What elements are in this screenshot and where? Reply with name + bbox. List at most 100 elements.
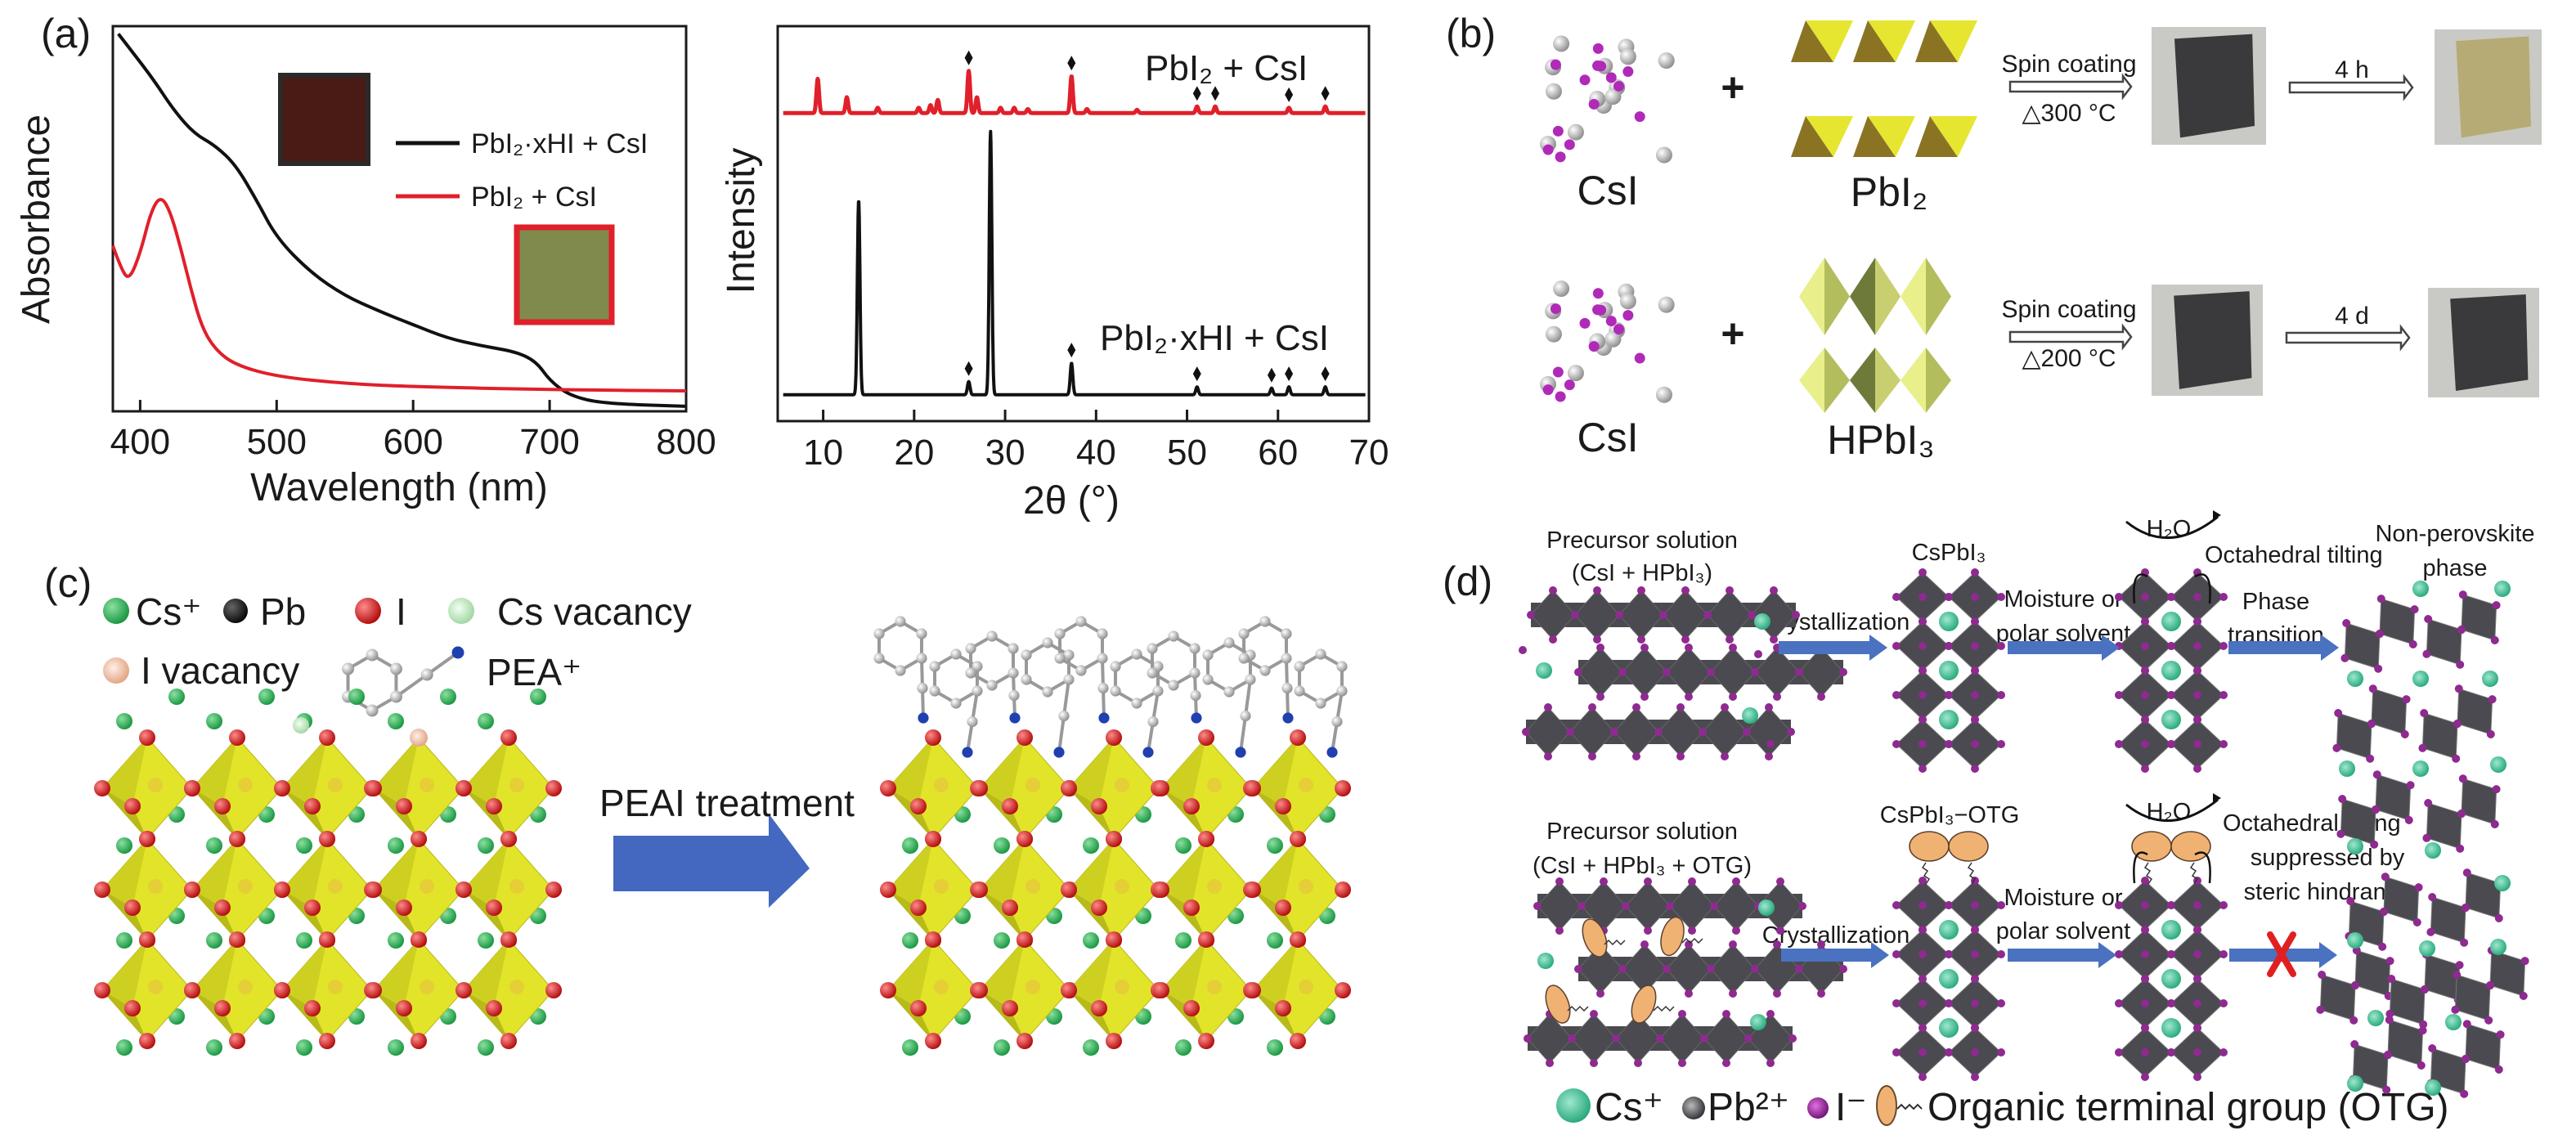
carbon-atom (1189, 667, 1200, 679)
iodide-ion (1245, 882, 1261, 898)
iodide-ion (1919, 666, 1927, 675)
process-arrow (2008, 73, 2133, 101)
octahedron-facet (102, 940, 147, 1008)
cesium-atom (1567, 123, 1584, 141)
iodide-ion (1945, 1048, 1953, 1056)
iodide-ion (2490, 635, 2499, 644)
iodide-ion (500, 831, 517, 847)
cesium-ion (994, 1039, 1010, 1056)
iodide-ion (1290, 831, 1306, 847)
carbon-atom (929, 661, 940, 672)
x-tick-label: 700 (519, 422, 579, 462)
iodide-ion (229, 831, 245, 847)
top-precursor: Precursor solution (1546, 527, 1738, 554)
iodide-ion (1971, 1024, 1979, 1032)
iodide-ion (1776, 926, 1784, 935)
carbon-atom (1008, 689, 1020, 702)
nitrogen-atom (1191, 712, 1202, 724)
iodide-ion (1061, 982, 1077, 998)
x-tick-label: 800 (656, 422, 716, 462)
iodide-ion (1892, 950, 1901, 958)
carbon-atom (972, 661, 983, 672)
cesium-ion (478, 932, 494, 949)
cesium-ion (1267, 932, 1283, 949)
iodide-ion (1971, 999, 1979, 1007)
iodide-ion (1544, 703, 1552, 711)
bottom-step-crystallization: Crystallization (1762, 922, 1910, 949)
cesium-ion (388, 1039, 404, 1056)
octahedron-facet (374, 788, 419, 839)
pbi2-octahedron-face (1930, 20, 1977, 62)
cesium-ion (206, 1039, 222, 1056)
iodide-ion (1945, 642, 1953, 650)
iodide-ion (2219, 950, 2228, 958)
iodide-ion (2408, 639, 2417, 648)
cesium-ion (2161, 661, 2181, 680)
iodide-ion (1632, 752, 1640, 760)
pbi6-octahedron (1710, 944, 1756, 994)
iodide-ion (2193, 999, 2201, 1007)
iodide-ion (1678, 1010, 1686, 1018)
panel-label-d: (d) (1443, 559, 1492, 604)
iodide-ion (486, 899, 502, 916)
otg-stabilization-scheme: Precursor solution (CsI + HPbI₃) CsPbI₃ … (1519, 510, 2535, 1129)
iodide-ion (1751, 668, 1759, 676)
nitrogen-atom (962, 747, 973, 758)
pbi6-octahedron (1622, 647, 1667, 698)
pbi6-octahedron (1659, 1013, 1705, 1064)
cesium-ion (478, 837, 494, 854)
iodide-ion (2486, 729, 2495, 738)
cesium-ion (1939, 612, 1959, 631)
iodide-ion (2387, 975, 2396, 984)
iodide-ion (2490, 819, 2499, 828)
iodide-ion (2419, 1020, 2428, 1029)
iodide-ion (1971, 765, 1979, 773)
iodide-ion (1016, 729, 1033, 746)
iodide-ion (2378, 942, 2387, 951)
step-spin-coating-bottom: Spin coating (2001, 296, 2136, 323)
hpbi3-octahedron-face (1901, 258, 1926, 335)
synthesis-scheme: + + CsI PbI₂ CsI HPbI₃ Spin coating △300… (1539, 20, 2542, 463)
iodide-ion (2451, 1005, 2460, 1014)
benzene-ring (1058, 619, 1104, 673)
otg-molecule (2131, 831, 2172, 862)
iodide-ion (2400, 729, 2409, 738)
cesium-ion (116, 837, 132, 854)
pbi2-octahedron-face (1853, 116, 1896, 157)
octahedron-facet (1069, 839, 1114, 908)
arrowhead (2213, 510, 2221, 520)
nitrogen-atom (1053, 747, 1065, 758)
peak-marker (1067, 343, 1076, 358)
top-tilting: Octahedral tilting (2205, 542, 2383, 568)
iodide-ion (214, 899, 231, 916)
carbon-atom (1147, 667, 1158, 679)
iodide-ion (184, 882, 200, 898)
iodide-ion (1666, 902, 1674, 910)
iodide-ion (972, 882, 988, 898)
label-csi-top: CsI (1577, 168, 1639, 213)
iodide-ion (1106, 831, 1122, 847)
iodide-ion (366, 882, 382, 898)
octahedron-facet (980, 839, 1025, 908)
iodide-ion (1919, 1024, 1927, 1032)
iodide-ion (1519, 646, 1527, 654)
iodide-ion (274, 780, 290, 796)
iodide-ion (1588, 703, 1596, 711)
cesium-ion (116, 932, 132, 949)
iodide-ion (1290, 1033, 1306, 1049)
peai-treatment-scheme: Cs⁺ Pb I Cs vacancy I vacancy PEA⁺ PEAI … (94, 590, 1351, 1056)
iodide-ion (1770, 586, 1778, 594)
iodide-ion (1676, 752, 1685, 760)
pbi6-octahedron (1618, 590, 1664, 640)
iodide-ion (545, 882, 562, 898)
lead-ion (1299, 879, 1313, 894)
lead-ion (1207, 879, 1222, 894)
iodide-ion (1945, 950, 1953, 958)
iodide-ion (1892, 901, 1901, 909)
legend-otg: Organic terminal group (OTG) (1928, 1086, 2449, 1129)
iodide-ion (304, 899, 321, 916)
otg-chain (2189, 862, 2199, 885)
iodide-ion (2422, 833, 2431, 842)
cesium-ion (296, 932, 312, 949)
cesium-ion (2367, 1010, 2384, 1026)
